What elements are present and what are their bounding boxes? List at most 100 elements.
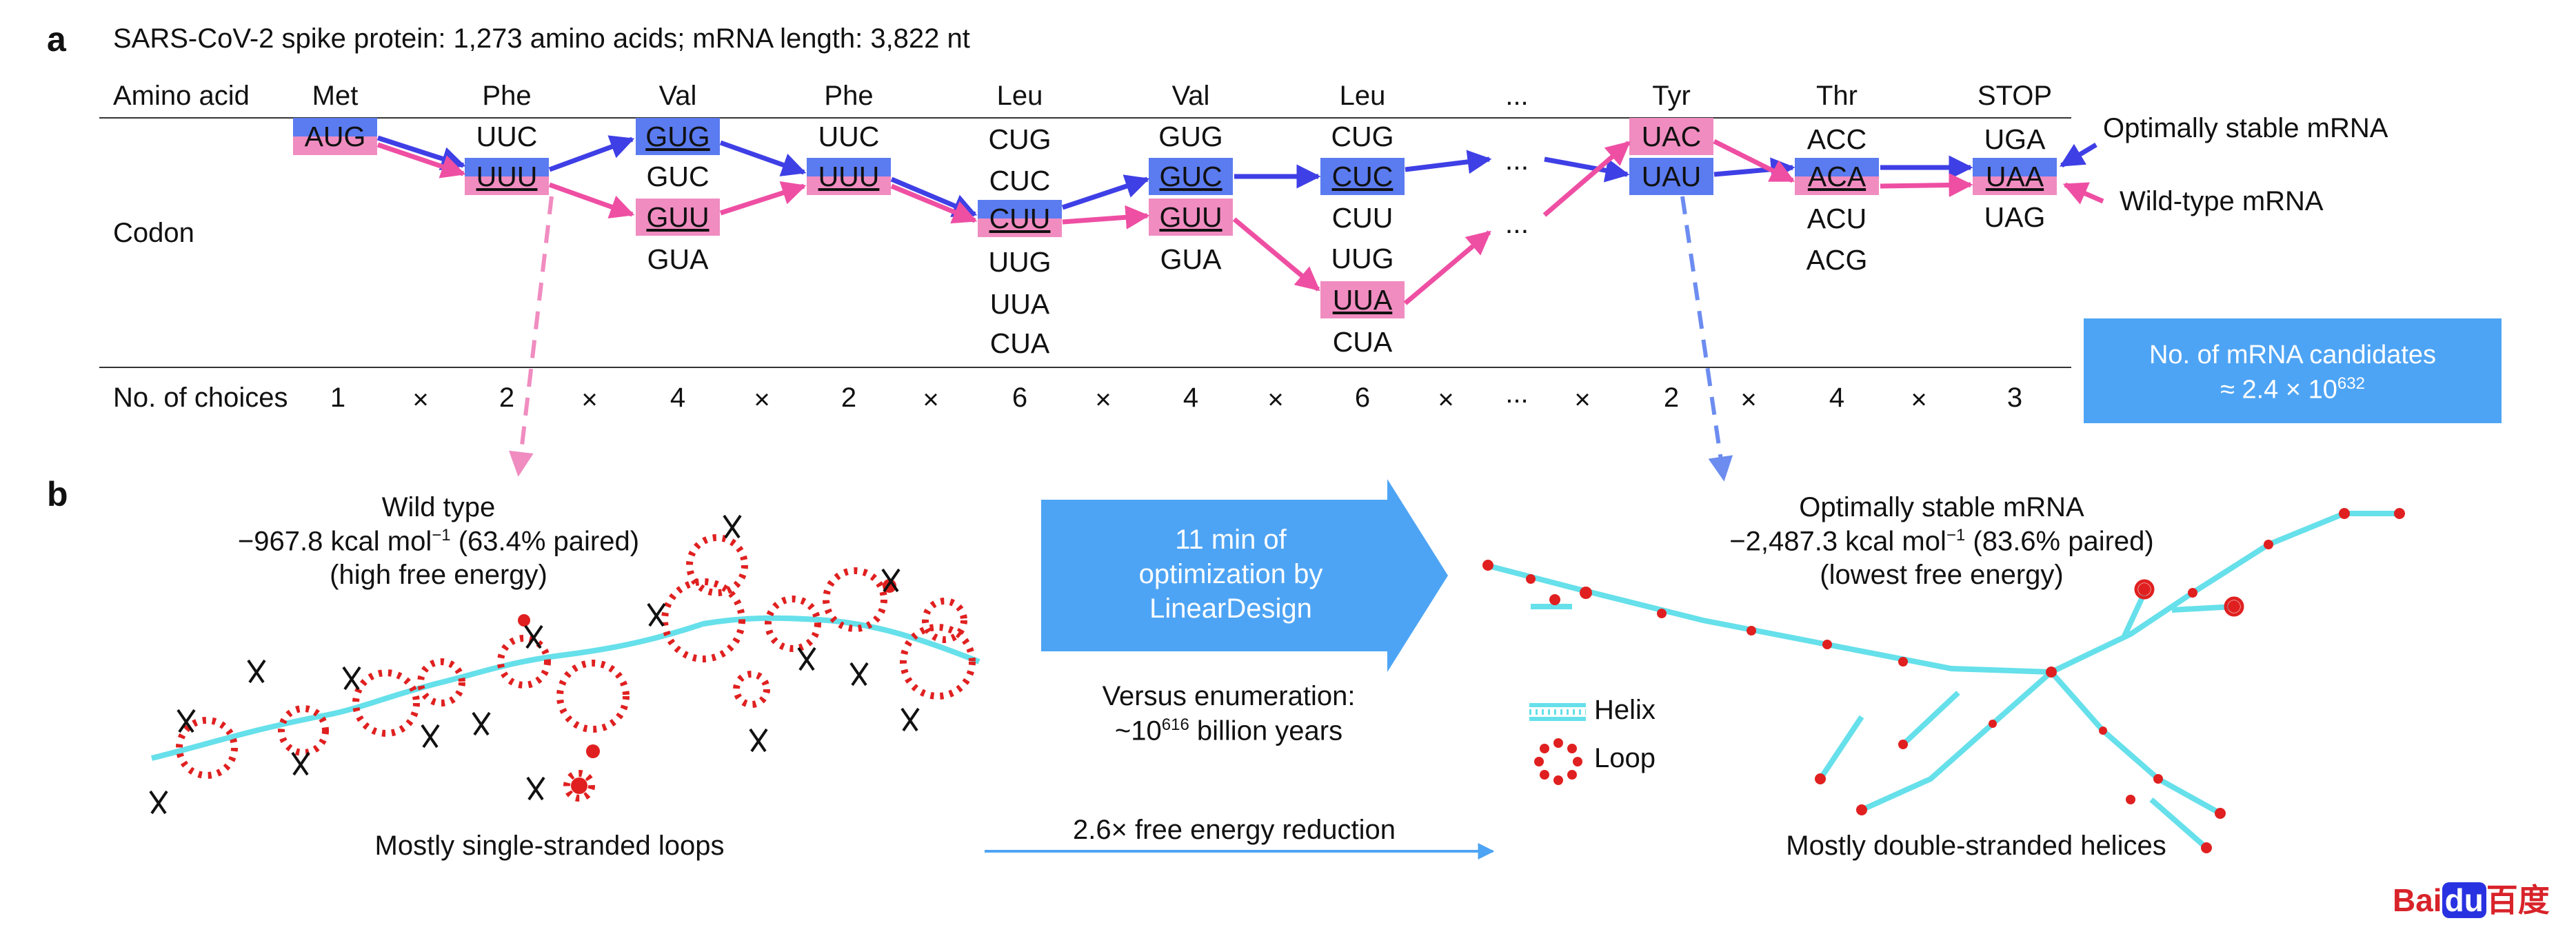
codon: UUA — [989, 288, 1050, 320]
codon-selected-both: AUG — [293, 118, 377, 155]
codon-selected-wild: UUA — [1320, 281, 1405, 318]
aa-header: Met — [312, 81, 359, 111]
table-top-rule — [99, 117, 2071, 119]
versus-value: ~10616 billion years — [1115, 715, 1342, 746]
codon: UUC — [476, 121, 538, 152]
aa-header: Leu — [996, 81, 1043, 111]
codon: GUG — [1158, 121, 1223, 152]
choices-value: 2 — [499, 383, 515, 413]
aa-header: Val — [658, 81, 697, 111]
codon-selected-optimal: UAU — [1629, 158, 1713, 195]
codon: CUG — [1331, 121, 1394, 152]
optimization-text: 11 min of optimization by LinearDesign — [1062, 522, 1400, 626]
times-sign: × — [1911, 385, 1927, 415]
baidu-watermark-text: Bai — [2393, 882, 2442, 918]
codon: UUG — [988, 246, 1051, 278]
codon: UUC — [818, 121, 880, 152]
helix-legend-icon — [1529, 703, 1586, 721]
choices-value: 6 — [1012, 383, 1028, 413]
aa-header: Thr — [1816, 81, 1858, 111]
times-sign: × — [581, 385, 598, 415]
codon: ACU — [1807, 203, 1867, 234]
mrna-candidates-box: No. of mRNA candidates ≈ 2.4 × 10632 — [2084, 318, 2502, 423]
optimization-text-line: 11 min of — [1175, 525, 1287, 555]
loop-legend-icon — [1534, 738, 1582, 785]
panel-a-label: a — [47, 20, 66, 59]
codon: CUA — [989, 327, 1050, 359]
wild-type-structure-icon — [149, 514, 980, 815]
times-sign: × — [754, 385, 770, 415]
choices-value: 1 — [330, 383, 346, 413]
wild-type-paired: (63.4% paired) — [450, 526, 640, 557]
codon-selected-optimal: GUG — [636, 118, 720, 155]
optimal-note: (lowest free energy) — [1820, 560, 2064, 590]
optimal-structure-loops — [1482, 508, 2405, 853]
codon-ellipsis: ... — [1505, 207, 1529, 239]
baidu-watermark-paw: du — [2442, 882, 2486, 918]
times-sign: × — [1095, 385, 1111, 415]
wild-type-energy-value: −967.8 kcal mol — [237, 526, 432, 557]
aa-header: Tyr — [1652, 81, 1691, 111]
codon-selected-both: ACA — [1795, 158, 1879, 195]
codon-selected-wild: UAC — [1629, 118, 1713, 155]
aa-header: Phe — [824, 81, 874, 111]
optimization-text-line: optimization by — [1138, 559, 1323, 589]
codon: GUA — [1160, 243, 1222, 275]
choices-value: 4 — [1183, 383, 1199, 413]
versus-value-base: ~10 — [1114, 715, 1162, 746]
candidates-label: No. of mRNA candidates — [2149, 340, 2437, 369]
baidu-watermark-text: 百度 — [2486, 882, 2550, 918]
wild-type-title: Wild type — [381, 492, 496, 522]
versus-value-unit: billion years — [1189, 715, 1343, 746]
choices-ellipsis: ... — [1505, 378, 1529, 409]
codon: GUA — [647, 243, 709, 275]
codon-selected-wild: GUU — [1149, 199, 1233, 236]
times-sign: × — [1267, 385, 1284, 415]
choices-value: 4 — [670, 383, 686, 413]
legend-optimal-label: Optimally stable mRNA — [2103, 113, 2388, 143]
wild-type-caption: Mostly single-stranded loops — [374, 831, 725, 861]
codon: GUC — [646, 161, 710, 192]
panel-a-title: SARS-CoV-2 spike protein: 1,273 amino ac… — [113, 23, 970, 54]
codon: CUA — [1332, 326, 1393, 358]
codon-selected-both: UUU — [807, 158, 891, 195]
legend-wild-label: Wild-type mRNA — [2120, 186, 2324, 216]
times-sign: × — [1574, 385, 1591, 415]
times-sign: × — [1438, 385, 1454, 415]
optimal-energy-unit-exponent: −1 — [1946, 526, 1966, 545]
row-label-codon: Codon — [113, 218, 194, 248]
codon: CUG — [988, 123, 1051, 155]
codon-selected-both: UAA — [1973, 158, 2057, 195]
optimal-energy-value: −2,487.3 kcal mol — [1729, 526, 1946, 557]
codon-selected-wild: GUU — [636, 199, 720, 236]
codon: ACG — [1806, 244, 1868, 276]
legend-loop-label: Loop — [1594, 743, 1656, 773]
codon: UAG — [1984, 201, 2046, 233]
row-label-choices: No. of choices — [113, 383, 288, 413]
optimal-energy: −2,487.3 kcal mol−1 (83.6% paired) — [1729, 526, 2154, 557]
codon-selected-optimal: CUC — [1320, 158, 1405, 195]
optimal-caption: Mostly double-stranded helices — [1786, 831, 2166, 861]
legend-helix-label: Helix — [1594, 695, 1656, 725]
optimal-paired: (83.6% paired) — [1965, 526, 2154, 557]
choices-value: 2 — [1663, 383, 1680, 413]
optimal-title: Optimally stable mRNA — [1799, 492, 2084, 522]
optimal-structure-loop-rings — [2134, 579, 2244, 617]
codon: UUG — [1331, 243, 1394, 274]
choices-value: 2 — [841, 383, 857, 413]
candidates-value: ≈ 2.4 × 10632 — [2084, 374, 2502, 405]
aa-header: STOP — [1977, 81, 2053, 111]
baidu-watermark: Baidu百度 — [2393, 875, 2550, 921]
aa-header: Leu — [1339, 81, 1386, 111]
wild-type-energy: −967.8 kcal mol−1 (63.4% paired) — [238, 526, 639, 557]
aa-header: Val — [1171, 81, 1210, 111]
choices-value: 3 — [2006, 383, 2023, 413]
times-sign: × — [1740, 385, 1757, 415]
candidates-value-base: ≈ 2.4 × 10 — [2220, 375, 2337, 405]
optimal-structure-icon — [1485, 511, 2399, 851]
aa-header: Phe — [482, 81, 532, 111]
codon-selected-both: CUU — [978, 200, 1062, 237]
codon-selected-both: UUU — [465, 158, 549, 195]
codon: CUC — [989, 165, 1051, 196]
